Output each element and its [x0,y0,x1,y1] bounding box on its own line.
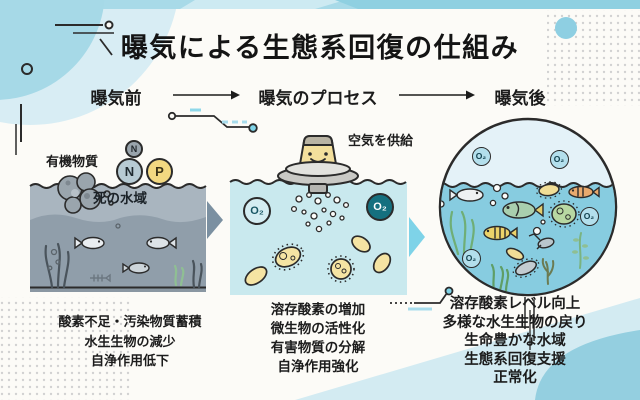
note-line: 溶存酸素レベル向上 [449,296,581,312]
phosphorus-badge: P [146,158,173,185]
nitrogen-badge-small: N [125,140,143,158]
circuit-decoration-bottom [390,286,454,311]
stage-header-before: 曝気前 [90,89,142,108]
o2-ring-badge: O₂ [461,248,481,268]
dot-pattern-bottom-left [0,297,133,400]
air-bubbles [290,192,350,233]
notes-process: 溶存酸素の増加 微生物の活性化 有害物質の分解 自浄作用強化 [238,300,398,376]
note-line: 微生物の活性化 [270,321,366,336]
flow-arrow-1 [173,90,240,100]
flow-arrow-2 [399,90,475,100]
circuit-decoration-top [167,108,258,133]
before-panel-illustration [29,172,207,292]
nitrogen-badge: N [116,158,143,185]
o2-badge-light: O₂ [243,197,271,225]
dead-water-label: 死の水域 [93,191,147,206]
air-supply-label: 空気を供給 [348,133,414,148]
note-line: 多様な水生生物の戻り [442,314,588,331]
after-seaweed [449,210,589,293]
notes-after: 溶存酸素レベル向上 多様な水生生物の戻り 生命豊かな水域 生態系回復支援 正常化 [420,295,610,388]
panel-arrow-1 [207,201,223,239]
note-line: 水生生物の減少 [84,333,176,349]
before-bubbles [47,223,121,271]
aerator-face [308,152,328,163]
note-line: 生命豊かな水域 [464,333,566,350]
stage-header-process: 曝気のプロセス [258,89,378,108]
page-title: 曝気による生態系回復の仕組み [120,33,520,63]
note-line: 自浄作用低下 [90,353,169,368]
after-fish [449,185,600,250]
microbes [244,235,392,286]
dead-fish [74,236,177,274]
o2-ring-badge: O₂ [579,206,599,226]
aerator-device [277,135,359,194]
note-line: 有害物質の分解 [270,340,366,355]
stage-header-after: 曝気後 [494,89,546,108]
coral-branch [541,258,555,285]
blue-dot-decoration [555,17,577,39]
after-microbes [505,181,580,278]
panel-arrow-2 [409,217,425,257]
note-line: 生態系回復支援 [464,351,566,368]
o2-ring-badge: O₂ [549,149,569,169]
process-panel-illustration [229,135,407,295]
o2-badge-dark: O₂ [366,193,394,221]
organic-matter-blob [57,172,114,214]
note-line: 溶存酸素の増加 [270,302,366,317]
notes-before: 酸素不足・汚染物質蓄積 水生生物の減少 自浄作用低下 [35,312,225,371]
note-line: 自浄作用強化 [277,359,359,374]
after-bubbles [441,183,546,236]
o2-ring-badge: O₂ [471,146,491,166]
note-line: 酸素不足・汚染物質蓄積 [58,314,202,329]
fish-bones [90,273,111,283]
note-line: 正常化 [493,370,537,387]
organic-matter-label: 有機物質 [46,154,99,169]
